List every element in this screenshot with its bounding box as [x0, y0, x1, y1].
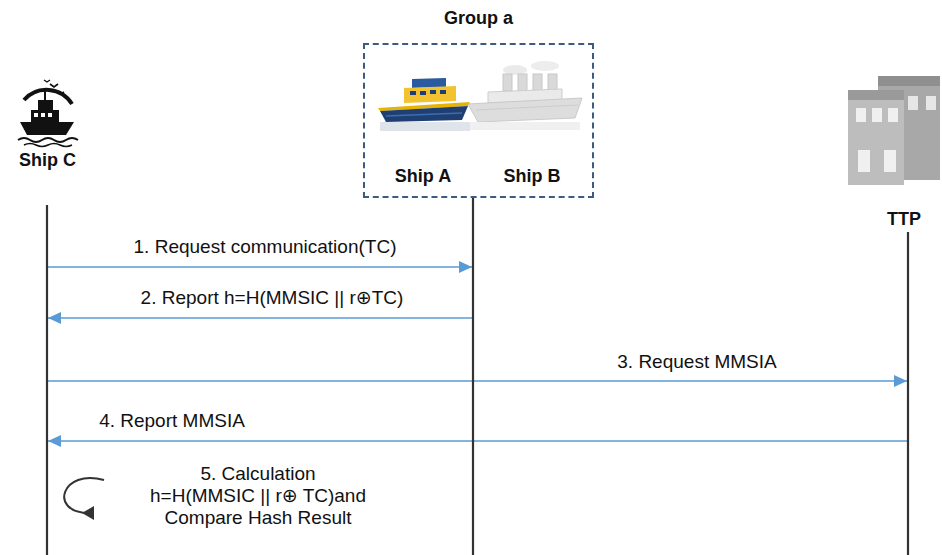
message-arrow	[47, 198, 473, 273]
message-label: 3. Request MMSIA	[617, 351, 776, 373]
node-label: Ship B	[482, 165, 582, 187]
connector-path	[47, 198, 473, 318]
message-arrow	[47, 205, 908, 447]
ship-node: Ship B	[482, 73, 582, 193]
message-arrow	[47, 198, 473, 324]
actor-node: Ship C	[5, 65, 90, 205]
arrowhead	[894, 375, 907, 387]
message-label: 4. Report MMSIA	[99, 410, 245, 432]
arrowhead	[48, 312, 61, 324]
message-label: 1. Request communication(TC)	[134, 236, 397, 258]
text-line: Compare Hash Result	[150, 507, 366, 529]
lifeline	[907, 232, 909, 555]
node-label: Ship C	[5, 149, 90, 171]
message-label: 2. Report h=H(MMSIC || r⊕TC)	[141, 287, 404, 309]
arrowhead	[459, 261, 472, 273]
group-box: Group aShip AShip B	[363, 43, 594, 198]
connector-path	[47, 205, 908, 381]
ship-b-picture	[468, 61, 582, 130]
text-line: 5. Calculation	[150, 463, 366, 485]
ship-icon	[18, 80, 78, 147]
connector-path	[47, 205, 908, 441]
server-building-icon	[848, 76, 940, 185]
text-line: h=H(MMSIC || r⊕ TC)and	[150, 485, 366, 507]
node-label: TTP	[868, 208, 940, 230]
node-label: Ship A	[373, 165, 473, 187]
ship-node: Ship A	[373, 73, 473, 193]
message-arrow	[47, 205, 908, 387]
ship-a-picture	[378, 78, 470, 131]
connector-path	[47, 198, 473, 267]
group-heading: Group a	[365, 7, 592, 29]
lifeline	[46, 205, 48, 555]
arrowhead	[48, 435, 61, 447]
calculation-note: 5. Calculation h=H(MMSIC || r⊕ TC)and Co…	[150, 463, 366, 529]
lifeline	[472, 198, 474, 555]
self-loop-arrow	[64, 478, 104, 520]
ttp-node: TTP	[868, 65, 940, 232]
